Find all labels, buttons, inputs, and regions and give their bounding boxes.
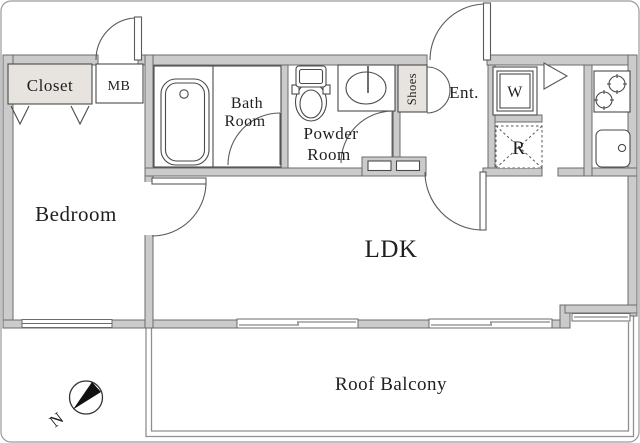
powder-room-label-line1: Powder [304, 124, 359, 143]
bedroom-window-icon [21, 319, 113, 328]
shoe-cabinet-doors-icon [426, 66, 451, 114]
front-door-icon [429, 2, 492, 61]
ldk-sliding-window-right-icon [428, 318, 553, 329]
washer-label: W [507, 84, 523, 101]
kitchen-sink-icon [595, 129, 631, 168]
bedroom-door-opening [144, 182, 154, 235]
roof-balcony-outline [145, 316, 635, 438]
closet-box [7, 63, 93, 105]
washing-machine-box [492, 66, 538, 116]
shoes-label: Shoes [405, 73, 419, 105]
shoes-box [397, 64, 428, 113]
ldk-sliding-window-left-icon [236, 318, 359, 329]
bath-unit [153, 65, 282, 168]
refrigerator-space [495, 125, 543, 169]
bedroom-door-icon [151, 177, 207, 237]
meter-box-door-icon [95, 16, 143, 61]
refrigerator-label: R [512, 138, 525, 159]
washbasin-icon [337, 64, 396, 112]
meter-box-label: MB [108, 79, 131, 94]
meter-box [95, 63, 144, 104]
bath-room-label-line1: Bath [231, 95, 263, 112]
bedroom-label: Bedroom [35, 202, 117, 226]
stove-icon [593, 70, 631, 113]
bathroom-door-icon [227, 112, 281, 166]
hanger-hooks-icon [10, 105, 90, 126]
entrance-step [361, 156, 427, 177]
ldk-label: LDK [365, 236, 418, 263]
entrance-label: Ent. [449, 83, 479, 102]
closet-label: Closet [27, 76, 73, 95]
powder-room-door-icon [340, 110, 394, 164]
toilet-icon [291, 65, 331, 122]
folding-door-icon [543, 62, 569, 90]
powder-room-label-line2: Room [307, 145, 351, 164]
ldk-door-icon [424, 171, 487, 231]
kitchen-window-icon [571, 313, 631, 322]
roof-balcony-label: Roof Balcony [335, 374, 447, 395]
bathtub-icon [160, 78, 210, 166]
bath-room-label-line2: Room [224, 113, 265, 130]
windows [21, 313, 631, 329]
